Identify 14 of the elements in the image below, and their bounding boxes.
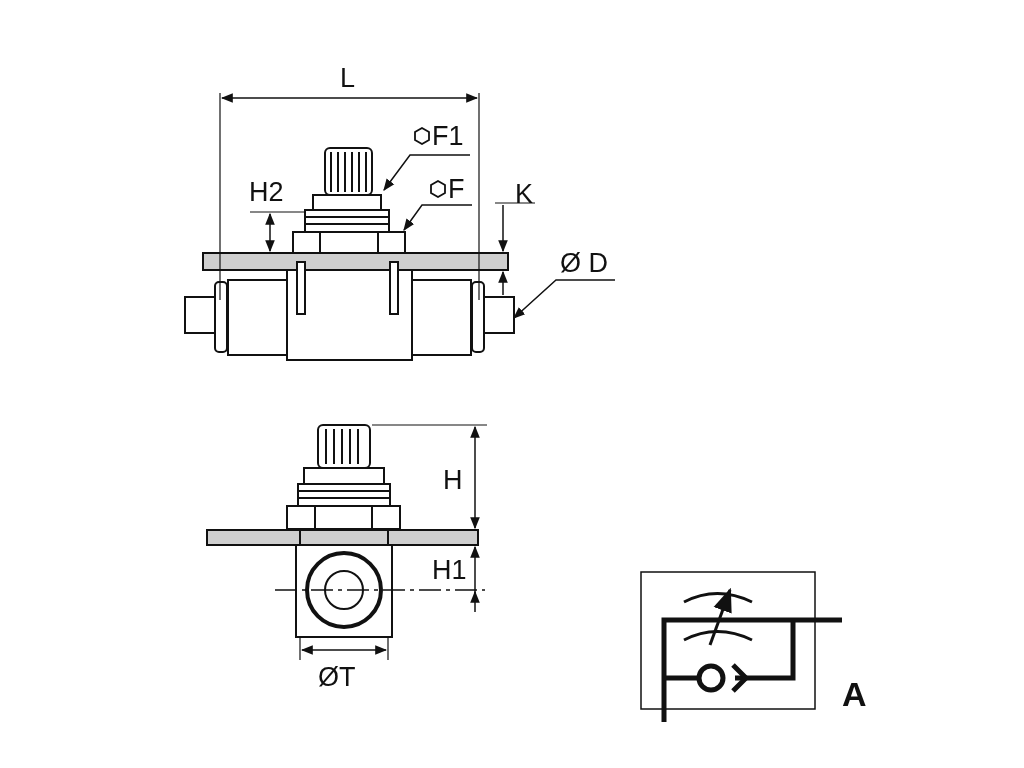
dimension-label: F bbox=[448, 175, 465, 203]
dimension-label: H1 bbox=[432, 556, 467, 584]
leader-line bbox=[383, 154, 471, 191]
dimension-label: K bbox=[515, 180, 533, 208]
dimension-label: H bbox=[443, 466, 463, 494]
dimension-label: F1 bbox=[432, 122, 464, 150]
symbol-label: A bbox=[842, 676, 867, 712]
dimension-label: ØT bbox=[318, 663, 356, 691]
dimension-label: H2 bbox=[249, 178, 284, 206]
valve-top-view-drawing bbox=[184, 147, 515, 361]
dimension-label: L bbox=[340, 64, 356, 92]
leader-line bbox=[403, 204, 473, 231]
leader-line bbox=[513, 279, 616, 319]
dimension-label: Ø D bbox=[560, 249, 608, 277]
